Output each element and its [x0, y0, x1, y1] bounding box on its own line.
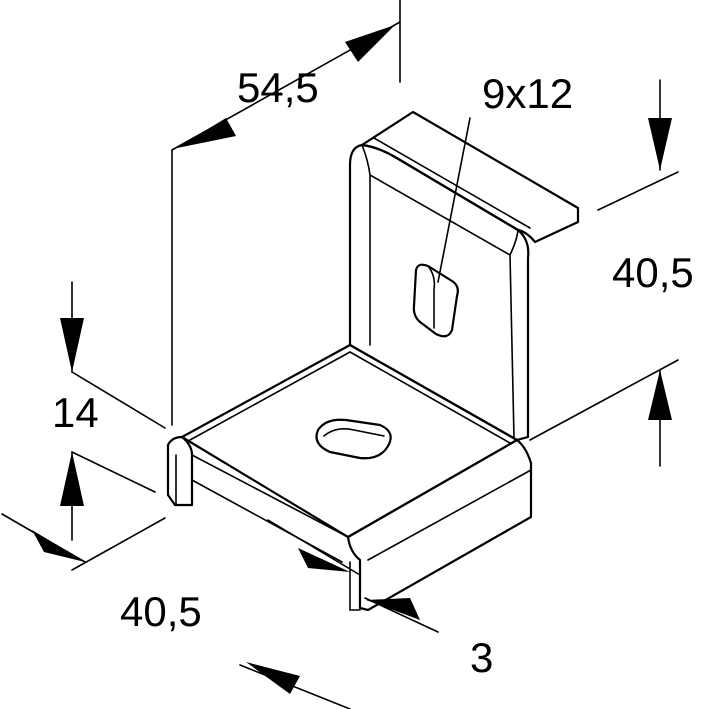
front-flange — [346, 438, 533, 612]
angle-bracket — [166, 110, 580, 612]
label-right-height: 40,5 — [612, 249, 694, 296]
left-flange-edge — [175, 454, 349, 563]
label-thickness: 3 — [470, 634, 493, 681]
vertical-slot — [412, 263, 459, 338]
vertical-plate-fold — [361, 144, 519, 439]
dimension-lines — [1, 0, 679, 709]
base-plate-inner — [189, 351, 511, 444]
left-flange — [166, 435, 194, 507]
top-lip — [360, 110, 580, 244]
vertical-plate — [348, 143, 530, 442]
label-slot-size: 9x12 — [482, 70, 573, 117]
label-left-height: 14 — [52, 389, 99, 436]
label-bottom-width: 40,5 — [120, 588, 202, 635]
top-lip-edge — [373, 137, 579, 243]
front-flange-edge — [349, 469, 532, 611]
label-top-length: 54,5 — [237, 64, 319, 111]
base-plate — [180, 343, 519, 539]
base-slot — [315, 418, 392, 460]
